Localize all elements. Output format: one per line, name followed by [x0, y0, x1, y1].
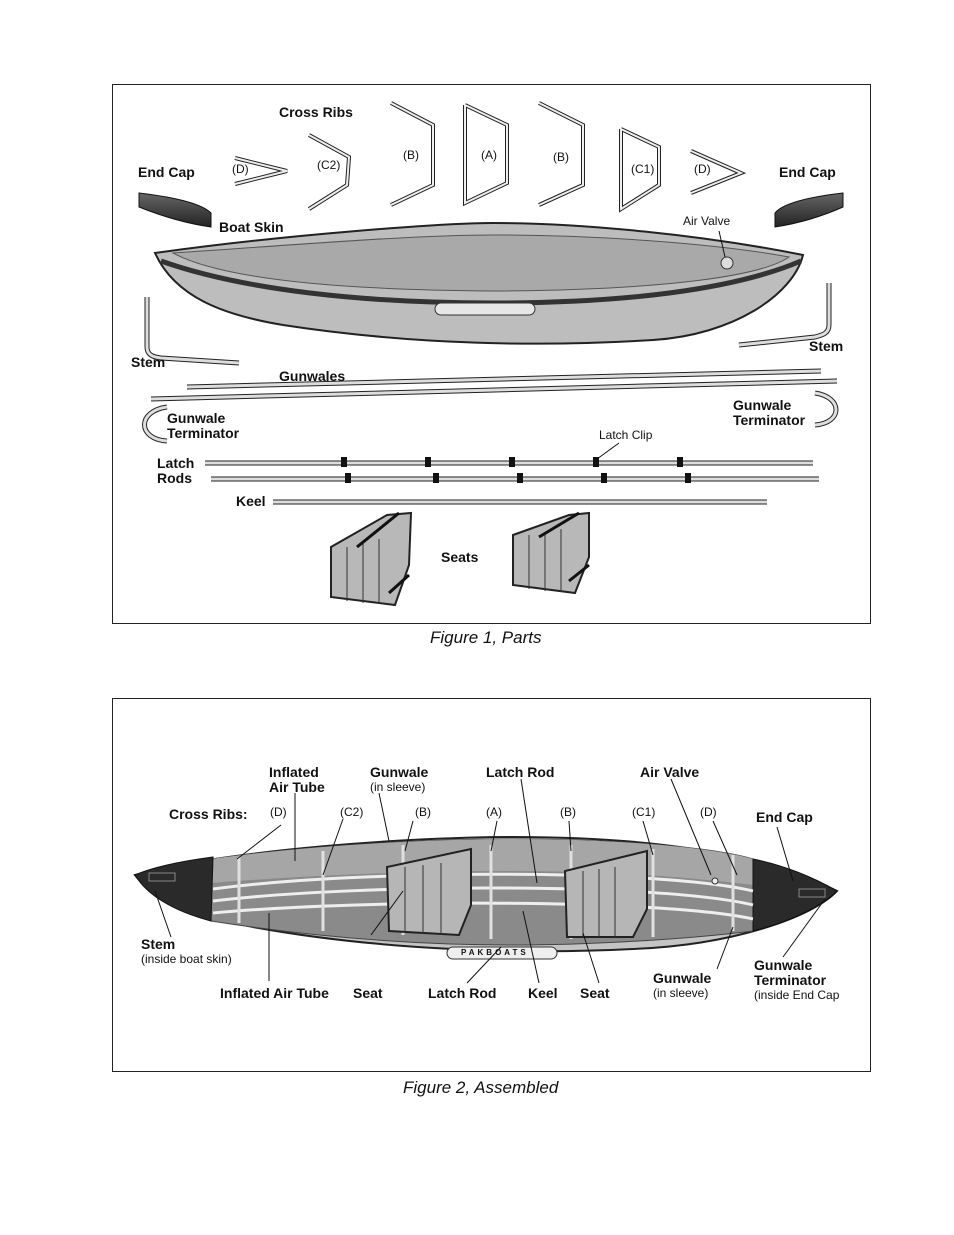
label-cross-ribs: Cross Ribs: [279, 104, 353, 120]
figure-2-caption: Figure 2, Assembled: [403, 1078, 559, 1097]
label-end-cap: End Cap: [756, 809, 813, 825]
label-end-cap-left: End Cap: [138, 164, 195, 180]
figure-1-caption: Figure 1, Parts: [430, 628, 542, 647]
rib-code-b-left: (B): [415, 805, 431, 819]
rib-code-c1: (C1): [632, 805, 656, 819]
rib-code-b-right: (B): [553, 150, 569, 164]
label-seat-right: Seat: [580, 985, 610, 1001]
rib-code-c2: (C2): [317, 158, 341, 172]
label-latch-rod-bottom: Latch Rod: [428, 985, 497, 1001]
label-air-valve: Air Valve: [640, 764, 700, 780]
label-stem-left: Stem: [131, 354, 166, 370]
label-gunwale-top: Gunwale(in sleeve): [370, 764, 429, 795]
label-stem: Stem(inside boat skin): [141, 936, 232, 967]
label-seat-left: Seat: [353, 985, 383, 1001]
label-keel: Keel: [528, 985, 558, 1001]
rib-code-b-right: (B): [560, 805, 576, 819]
parts-illustration: [138, 101, 844, 607]
rib-code-a: (A): [486, 805, 502, 819]
seat-right: [512, 511, 590, 595]
assembled-seat-left: [385, 847, 472, 937]
label-cross-ribs: Cross Ribs:: [169, 806, 248, 822]
label-stem-right: Stem: [809, 338, 844, 354]
boat-brand-plate: PAKBOATS: [461, 948, 529, 957]
rib-code-b-left: (B): [403, 148, 419, 162]
assembled-end-cap-left: [134, 856, 214, 922]
rib-code-d-left: (D): [232, 162, 249, 176]
assembled-end-cap-right: [752, 858, 838, 932]
rib-code-d-left: (D): [270, 805, 287, 819]
leader-lines: [154, 778, 826, 984]
label-latch-clip: Latch Clip: [599, 428, 653, 442]
rib-code-d-right: (D): [700, 805, 717, 819]
seat-left: [330, 511, 413, 607]
assembled-seat-right: [563, 849, 648, 938]
label-gunwales: Gunwales: [279, 368, 346, 384]
rib-code-a: (A): [481, 148, 497, 162]
rib-code-d-right: (D): [694, 162, 711, 176]
label-latch-rod-top: Latch Rod: [486, 764, 555, 780]
label-gunwale-bottom: Gunwale(in sleeve): [653, 970, 712, 1001]
rib-code-c2: (C2): [340, 805, 364, 819]
rib-code-c1: (C1): [631, 162, 655, 176]
label-seats: Seats: [441, 549, 479, 565]
end-cap-left: [138, 192, 212, 228]
label-inflated-air-tube-bottom: Inflated Air Tube: [220, 985, 329, 1001]
end-cap-right: [774, 192, 844, 228]
figure-1-parts: Cross Ribs End Cap End Cap Boat Skin Air…: [112, 84, 871, 624]
label-air-valve: Air Valve: [683, 214, 731, 228]
label-end-cap-right: End Cap: [779, 164, 836, 180]
assembled-illustration: [133, 778, 839, 984]
label-keel: Keel: [236, 493, 266, 509]
label-boat-skin: Boat Skin: [219, 219, 284, 235]
latch-clips: [341, 457, 691, 483]
